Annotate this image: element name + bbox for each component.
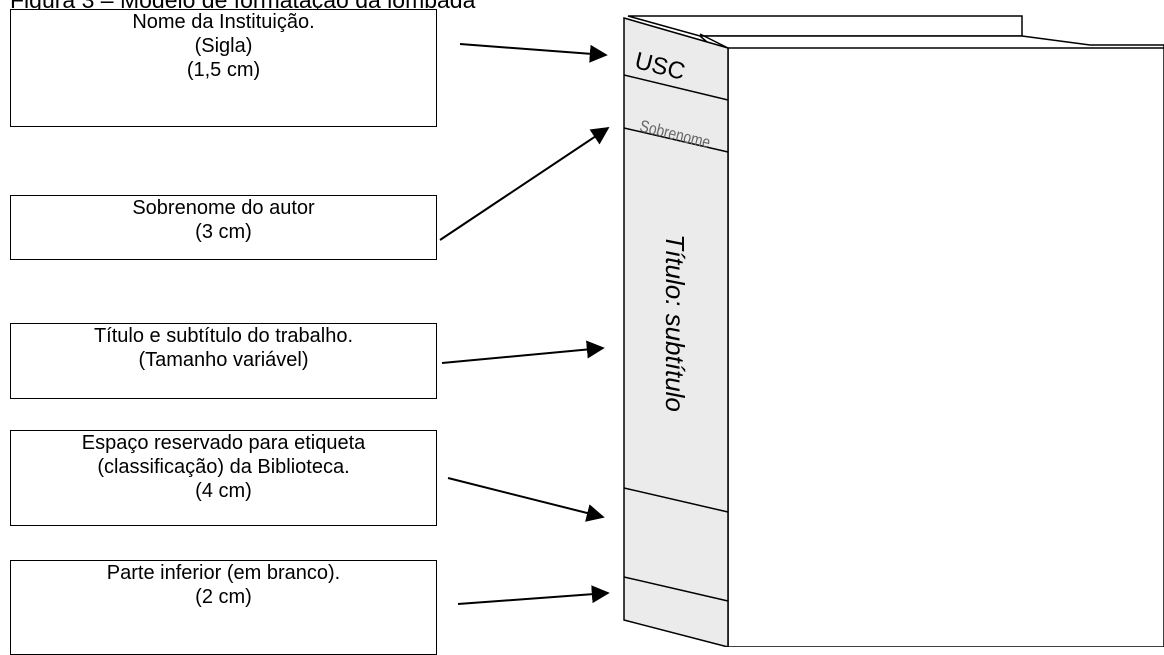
label-line: (3 cm) <box>195 221 252 243</box>
pointer-arrows <box>439 43 610 605</box>
label-box-author: Sobrenome do autor (3 cm) <box>10 195 437 260</box>
spine-title-text: Título: subtítulo <box>660 234 690 412</box>
label-line: (1,5 cm) <box>186 59 261 81</box>
label-line: (4 cm) <box>195 480 252 502</box>
book-spine <box>623 17 729 647</box>
label-line: Espaço reservado para etiqueta <box>81 432 366 454</box>
label-line: (2 cm) <box>195 586 252 608</box>
label-line: Título e subtítulo do trabalho. <box>93 325 354 347</box>
label-line: Sobrenome do autor <box>132 197 315 219</box>
label-box-institution: Nome da Instituição. (Sigla) (1,5 cm) <box>10 9 437 127</box>
label-line: (Sigla) <box>194 35 253 57</box>
arrow-title <box>441 340 605 364</box>
label-line: (Tamanho variável) <box>138 349 309 371</box>
label-line: Nome da Instituição. <box>132 11 315 33</box>
label-line: (classificação) da Biblioteca. <box>97 456 350 478</box>
arrow-institution <box>459 43 608 63</box>
label-box-bottom-blank: Parte inferior (em branco). (2 cm) <box>10 560 437 655</box>
label-box-title: Título e subtítulo do trabalho. (Tamanho… <box>10 323 437 399</box>
book-front-cover <box>699 33 1164 647</box>
arrow-bottom-blank <box>457 585 610 605</box>
arrow-author <box>439 127 610 241</box>
label-box-library-label: Espaço reservado para etiqueta (classifi… <box>10 430 437 526</box>
label-line: Parte inferior (em branco). <box>106 562 341 584</box>
arrow-library-label <box>447 477 605 522</box>
